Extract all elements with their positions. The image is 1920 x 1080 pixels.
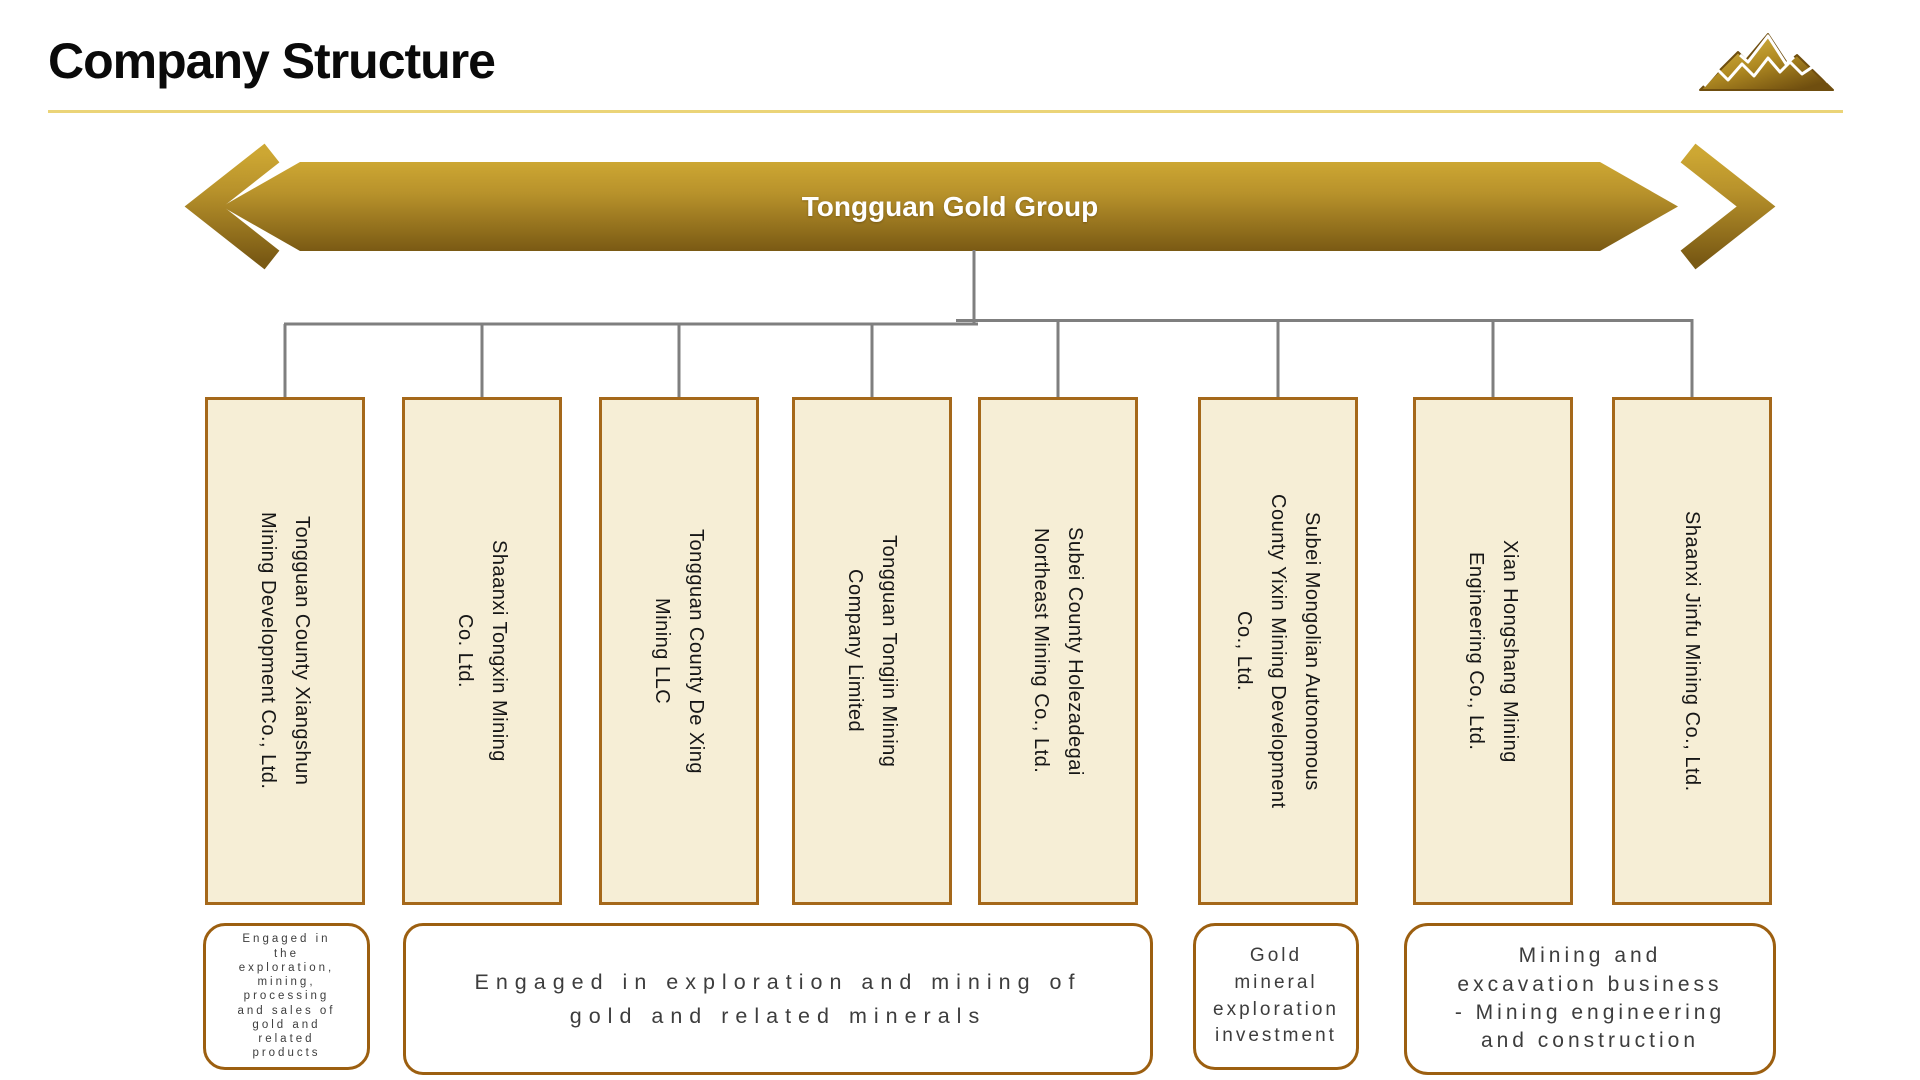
company-name: Subei Mongolian Autonomous County Yixin … xyxy=(1233,493,1323,809)
description-box-mining-excavation: Mining and excavation business - Mining … xyxy=(1404,923,1776,1075)
company-name: Xian Hongshang Mining Engineering Co., L… xyxy=(1465,539,1521,763)
company-name: Shaanxi Tongxin Mining Co. Ltd. xyxy=(454,540,510,762)
company-name: Tongguan Tongjin Mining Company Limited xyxy=(844,534,900,768)
banner-title: Tongguan Gold Group xyxy=(801,190,1099,222)
company-name: Tongguan County De Xing Mining LLC xyxy=(651,528,707,774)
description-box-gold-investment: Gold mineral exploration investment xyxy=(1193,923,1359,1070)
company-box-holezadegai: Subei County Holezadegai Northeast Minin… xyxy=(978,397,1138,905)
title-underline xyxy=(48,110,1843,113)
company-box-dexing: Tongguan County De Xing Mining LLC xyxy=(599,397,759,905)
banner-right-chevron-icon xyxy=(1680,143,1776,270)
company-box-yixin: Subei Mongolian Autonomous County Yixin … xyxy=(1198,397,1358,905)
company-box-tongxin: Shaanxi Tongxin Mining Co. Ltd. xyxy=(402,397,562,905)
description-box-exploration-mining: Engaged in exploration and mining of gol… xyxy=(403,923,1153,1075)
org-connectors xyxy=(283,250,1694,399)
description-box-exploration-processing: Engaged in the exploration, mining, proc… xyxy=(203,923,370,1070)
page-title: Company Structure xyxy=(48,33,496,89)
company-name: Shaanxi Jinfu Mining Co., Ltd. xyxy=(1681,510,1703,792)
company-box-tongjin: Tongguan Tongjin Mining Company Limited xyxy=(792,397,952,905)
company-name: Tongguan County Xiangshun Mining Develop… xyxy=(257,512,313,790)
gold-mountains-logo-icon xyxy=(1699,33,1834,91)
company-box-xiangshun: Tongguan County Xiangshun Mining Develop… xyxy=(205,397,365,905)
company-name: Subei County Holezadegai Northeast Minin… xyxy=(1030,526,1086,776)
company-box-hongshang: Xian Hongshang Mining Engineering Co., L… xyxy=(1413,397,1573,905)
company-box-jinfu: Shaanxi Jinfu Mining Co., Ltd. xyxy=(1612,397,1772,905)
